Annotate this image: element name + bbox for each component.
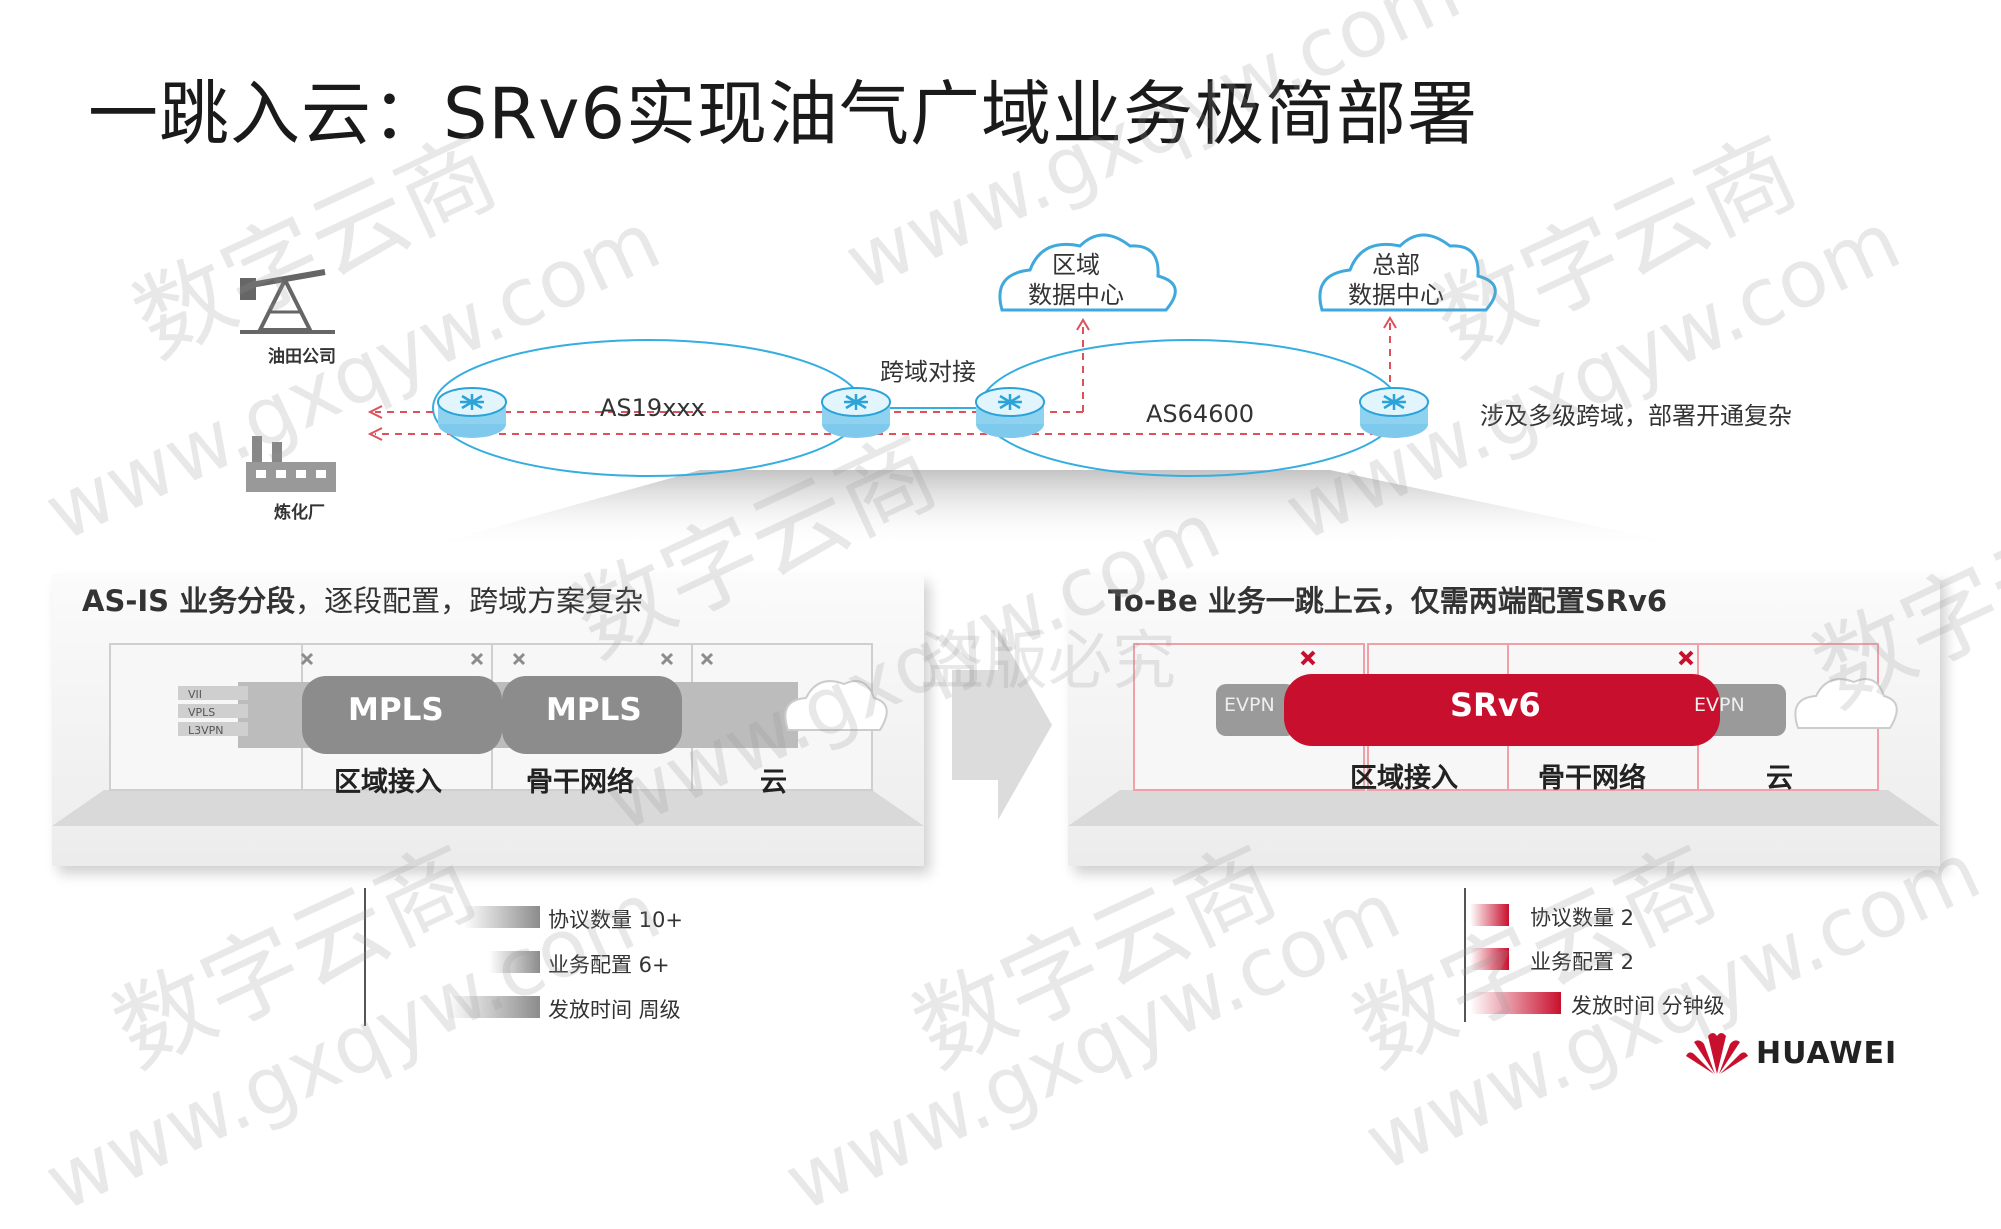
mpls-tube-2: MPLS bbox=[546, 692, 642, 728]
perspective-shadow bbox=[420, 470, 1700, 548]
oil-company-label: 油田公司 bbox=[268, 347, 336, 367]
refinery-icon bbox=[246, 436, 336, 492]
router-icon[interactable] bbox=[432, 374, 512, 446]
stat-bar bbox=[1470, 992, 1561, 1014]
as-left-label: AS19xxx bbox=[600, 394, 705, 422]
segment-backbone: 骨干网络 bbox=[1538, 763, 1646, 794]
stat-bar bbox=[489, 951, 540, 973]
evpn-right: EVPN bbox=[1694, 694, 1745, 716]
segment-access: 区域接入 bbox=[334, 767, 442, 798]
srv6-tube: SRv6 bbox=[1450, 686, 1541, 724]
stack-label-vpls: VPLS bbox=[188, 706, 216, 719]
as-is-title: AS-IS 业务分段，逐段配置，跨域方案复杂 bbox=[82, 584, 644, 618]
cross-domain-label: 跨域对接 bbox=[880, 358, 976, 386]
evpn-left: EVPN bbox=[1224, 694, 1275, 716]
as-is-diagram bbox=[52, 643, 924, 826]
segment-cloud: 云 bbox=[1766, 763, 1793, 794]
complexity-note: 涉及多级跨域，部署开通复杂 bbox=[1480, 402, 1792, 430]
hq-dc-label: 总部 数据中心 bbox=[1348, 251, 1444, 309]
mpls-tube-1: MPLS bbox=[348, 692, 444, 728]
refinery-label: 炼化厂 bbox=[274, 503, 325, 523]
stat-bar bbox=[1470, 904, 1509, 926]
stack-label-l3vpn: L3VPN bbox=[188, 724, 224, 737]
hq-dc-cloud bbox=[1318, 233, 1497, 312]
as-is-stats-axis bbox=[364, 888, 366, 1026]
regional-dc-label: 区域 数据中心 bbox=[1028, 251, 1124, 309]
segment-backbone: 骨干网络 bbox=[526, 767, 634, 798]
stack-label-vll: VII bbox=[188, 688, 203, 701]
stat-bar bbox=[446, 996, 540, 1018]
stat-label: 发放时间 分钟级 bbox=[1571, 994, 1725, 1018]
huawei-logo-icon bbox=[1686, 1033, 1748, 1074]
page-title: 一跳入云：SRv6实现油气广域业务极简部署 bbox=[88, 73, 1479, 155]
huawei-brand: HUAWEI bbox=[1756, 1036, 1898, 1071]
path-arrowheads bbox=[367, 316, 1397, 441]
router-icon[interactable] bbox=[1354, 374, 1434, 446]
to-be-stats-axis bbox=[1464, 888, 1466, 1022]
segment-cloud: 云 bbox=[760, 767, 787, 798]
stat-bar bbox=[463, 906, 540, 928]
stat-label: 协议数量 2 bbox=[1530, 906, 1635, 930]
transition-arrow-icon bbox=[952, 630, 1052, 820]
segment-access: 区域接入 bbox=[1350, 763, 1458, 794]
router-icon[interactable] bbox=[970, 374, 1050, 446]
stat-label: 协议数量 10+ bbox=[548, 908, 683, 932]
as-right-label: AS64600 bbox=[1146, 400, 1254, 428]
stat-label: 发放时间 周级 bbox=[548, 998, 681, 1022]
watermark: www.gxqyw.com bbox=[771, 863, 1414, 1229]
oil-pump-icon bbox=[240, 269, 335, 334]
regional-dc-cloud bbox=[998, 233, 1177, 312]
to-be-diagram bbox=[1068, 643, 1940, 826]
router-icon[interactable] bbox=[816, 374, 896, 446]
stat-label: 业务配置 2 bbox=[1530, 950, 1635, 974]
stat-label: 业务配置 6+ bbox=[548, 953, 670, 977]
stat-bar bbox=[1470, 948, 1509, 970]
to-be-title: To-Be 业务一跳上云，仅需两端配置SRv6 bbox=[1108, 584, 1668, 618]
